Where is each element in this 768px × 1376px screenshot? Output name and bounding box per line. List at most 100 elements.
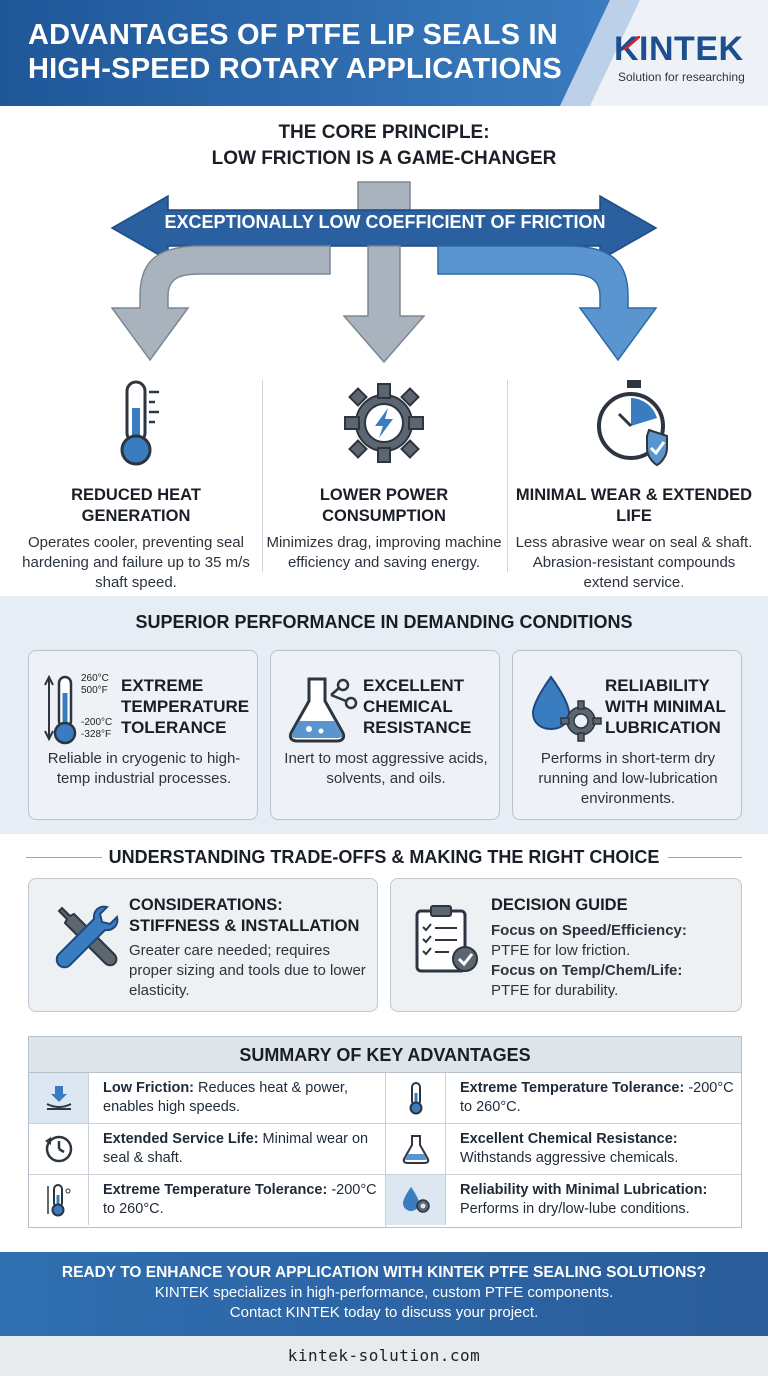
summary-divider — [385, 1073, 386, 1227]
summary-label: Excellent Chemical Resistance: — [460, 1131, 678, 1147]
friction-arrow-label: EXCEPTIONALLY LOW COEFFICIENT OF FRICTIO… — [164, 212, 606, 232]
card-temperature: 260°C 500°F -200°C -328°F EXTREME TEMPER… — [28, 650, 258, 820]
stopwatch-shield-icon — [597, 380, 668, 467]
cta-line3: Contact KINTEK today to discuss your pro… — [229, 1304, 539, 1321]
cta-headline: READY TO ENHANCE YOUR APPLICATION WITH K… — [61, 1264, 707, 1281]
summary-row: Extended Service Life: Minimal wear on s… — [29, 1124, 385, 1175]
header-band — [0, 0, 768, 106]
card-title: EXTREME TEMPERATURE TOLERANCE — [121, 676, 250, 737]
summary-desc: Performs in dry/low-lube conditions. — [460, 1201, 690, 1217]
summary-text: Reliability with Minimal Lubrication: Pe… — [460, 1181, 738, 1219]
thermometer-icon — [386, 1073, 446, 1123]
card-text: Inert to most aggressive acids, solvents… — [284, 750, 488, 787]
focus-speed-label: Focus on Speed/Efficiency: — [491, 922, 687, 939]
cta-line2: KINTEK specializes in high-performance, … — [154, 1284, 614, 1301]
focus-temp-label: Focus on Temp/Chem/Life: — [491, 962, 683, 979]
thermometer-icon — [120, 380, 159, 466]
focus-speed-text: PTFE for low friction. — [491, 942, 631, 959]
considerations-title: CONSIDERATIONS: STIFFNESS & INSTALLATION — [129, 895, 379, 937]
summary-desc: Reduces heat & power, enables high speed… — [103, 1080, 348, 1115]
summary-label: Extreme Temperature Tolerance: — [103, 1182, 328, 1198]
core-title-line2: LOW FRICTION IS A GAME-CHANGER — [211, 148, 557, 169]
card-chemical: EXCELLENT CHEMICAL RESISTANCE Inert to m… — [270, 650, 500, 820]
decision-guide-card: DECISION GUIDE Focus on Speed/Efficiency… — [390, 878, 742, 1012]
summary-row: Extreme Temperature Tolerance: -200°C to… — [386, 1073, 742, 1124]
considerations-card: CONSIDERATIONS: STIFFNESS & INSTALLATION… — [28, 878, 378, 1012]
benefit-reduced-heat: REDUCED HEAT GENERATION Operates cooler,… — [16, 378, 256, 593]
summary-desc: Minimal wear on seal & shaft. — [103, 1131, 369, 1166]
website-link[interactable]: kintek-solution.com — [0, 1336, 768, 1376]
summary-label: Low Friction: — [103, 1080, 195, 1096]
summary-row: Excellent Chemical Resistance: Withstand… — [386, 1124, 742, 1175]
kintek-logo[interactable]: KINTEK Solution for researching — [614, 30, 754, 90]
benefit-text: Minimizes drag, improving machine effici… — [266, 534, 502, 571]
logo-tagline: Solution for researching — [618, 70, 745, 84]
benefit-text: Operates cooler, preventing seal hardeni… — [22, 534, 250, 591]
drop-gear-icon — [386, 1175, 446, 1225]
temperature-range-icon — [44, 674, 77, 745]
wrench-screwdriver-icon — [55, 905, 119, 969]
temp-high-f: 500°F — [81, 685, 108, 696]
card-text: Reliable in cryogenic to high-temp indus… — [47, 750, 241, 787]
summary-desc: Withstands aggressive chemicals. — [460, 1150, 679, 1166]
summary-label: Extreme Temperature Tolerance: — [460, 1080, 685, 1096]
benefit-text: Less abrasive wear on seal & shaft. Abra… — [515, 534, 753, 591]
low-friction-icon — [29, 1073, 89, 1123]
divider — [262, 380, 263, 572]
summary-text: Extreme Temperature Tolerance: -200°C to… — [460, 1079, 738, 1117]
summary-text: Low Friction: Reduces heat & power, enab… — [103, 1079, 381, 1117]
summary-label: Reliability with Minimal Lubrication: — [460, 1182, 708, 1198]
header: ADVANTAGES OF PTFE LIP SEALS IN HIGH-SPE… — [0, 0, 768, 106]
drop-gear-icon — [531, 675, 602, 742]
clipboard-check-icon — [415, 905, 478, 973]
flask-icon — [386, 1124, 446, 1174]
card-text: Performs in short-term dry running and l… — [538, 750, 718, 807]
benefit-lower-power: LOWER POWER CONSUMPTION Minimizes drag, … — [264, 378, 504, 573]
flask-icon — [288, 677, 358, 743]
temp-high-labels: 260°C 500°F — [81, 673, 109, 697]
benefit-title: REDUCED HEAT GENERATION — [71, 486, 201, 525]
summary-title: SUMMARY OF KEY ADVANTAGES — [29, 1037, 741, 1073]
summary-text: Excellent Chemical Resistance: Withstand… — [460, 1130, 738, 1168]
section-rule-left — [26, 857, 102, 858]
benefit-title: LOWER POWER CONSUMPTION — [319, 486, 449, 525]
core-title-line1: THE CORE PRINCIPLE: — [278, 122, 490, 143]
considerations-title-line1: CONSIDERATIONS: — [129, 896, 283, 914]
friction-flow-diagram — [110, 181, 658, 364]
temperature-range-icon — [29, 1175, 89, 1225]
logo-text: KINTEK — [614, 30, 744, 68]
temp-low-labels: -200°C -328°F — [81, 717, 112, 741]
focus-temp-text: PTFE for durability. — [491, 982, 619, 999]
benefit-minimal-wear: MINIMAL WEAR & EXTENDED LIFE Less abrasi… — [514, 378, 754, 593]
summary-row: Extreme Temperature Tolerance: -200°C to… — [29, 1175, 385, 1226]
summary-table: SUMMARY OF KEY ADVANTAGES Low Friction: … — [28, 1036, 742, 1228]
temp-high-c: 260°C — [81, 673, 109, 684]
considerations-title-line2: STIFFNESS & INSTALLATION — [129, 917, 360, 935]
page-title: ADVANTAGES OF PTFE LIP SEALS IN HIGH-SPE… — [28, 19, 562, 85]
card-title: EXCELLENT CHEMICAL RESISTANCE — [363, 676, 472, 737]
considerations-text: Greater care needed; requires proper siz… — [129, 942, 366, 999]
summary-text: Extended Service Life: Minimal wear on s… — [103, 1130, 381, 1168]
superior-title: SUPERIOR PERFORMANCE IN DEMANDING CONDIT… — [135, 612, 633, 632]
summary-text: Extreme Temperature Tolerance: -200°C to… — [103, 1181, 381, 1219]
gear-lightning-icon — [344, 383, 424, 463]
decision-guide-text: Focus on Speed/Efficiency: PTFE for low … — [491, 921, 741, 1001]
card-lubrication: RELIABILITY WITH MINIMAL LUBRICATION Per… — [512, 650, 742, 820]
summary-label: Extended Service Life: — [103, 1131, 259, 1147]
summary-row: Low Friction: Reduces heat & power, enab… — [29, 1073, 385, 1124]
card-title: RELIABILITY WITH MINIMAL LUBRICATION — [605, 676, 726, 737]
temp-low-f: -328°F — [81, 729, 112, 740]
core-principle-title: THE CORE PRINCIPLE: LOW FRICTION IS A GA… — [0, 120, 768, 172]
temp-low-c: -200°C — [81, 717, 113, 728]
divider — [507, 380, 508, 572]
tradeoffs-title: UNDERSTANDING TRADE-OFFS & MAKING THE RI… — [108, 847, 660, 867]
logo-k-accent-icon — [622, 36, 640, 50]
summary-desc: -200°C to 260°C. — [103, 1182, 377, 1217]
cta-banner[interactable]: READY TO ENHANCE YOUR APPLICATION WITH K… — [0, 1252, 768, 1336]
clock-icon — [29, 1124, 89, 1174]
summary-desc: -200°C to 260°C. — [460, 1080, 734, 1115]
section-rule-right — [668, 857, 742, 858]
decision-guide-title: DECISION GUIDE — [491, 896, 628, 914]
benefit-title: MINIMAL WEAR & EXTENDED LIFE — [515, 486, 753, 525]
summary-row: Reliability with Minimal Lubrication: Pe… — [386, 1175, 742, 1226]
